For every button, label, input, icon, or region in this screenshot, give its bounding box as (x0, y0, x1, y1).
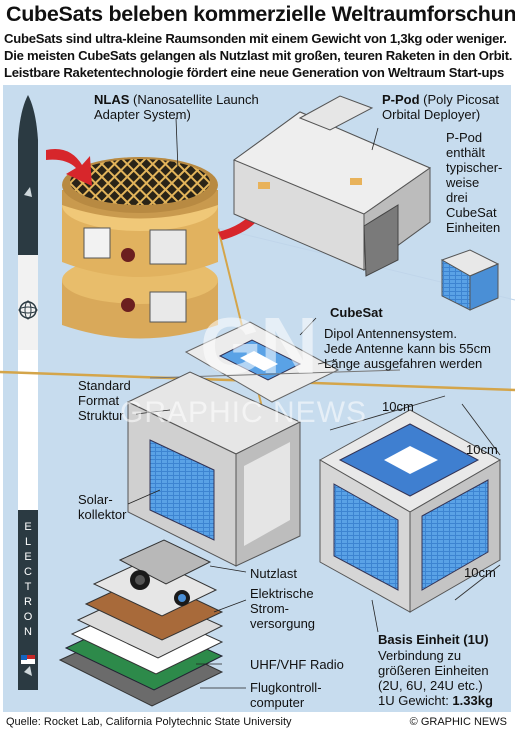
rocket-letter: E (24, 551, 31, 563)
ppod-description-line: P-Pod (446, 130, 483, 145)
subtitle-line-1: CubeSats sind ultra-kleine Raumsonden mi… (4, 31, 507, 46)
dimension-top: 10cm (382, 399, 414, 414)
source-credit: Quelle: Rocket Lab, California Polytechn… (6, 716, 292, 728)
rocket-letter: O (24, 611, 33, 623)
antenna-plate (149, 321, 401, 403)
rocket-letter: R (24, 596, 32, 608)
dimension-lines (329, 395, 501, 601)
copyright: © GRAPHIC NEWS (409, 716, 507, 728)
subtitle-line-3: Leistbare Raketentechnologie fördert ein… (4, 65, 504, 80)
rocket-letter: C (24, 566, 32, 578)
ppod-description-line: enthält (446, 145, 486, 160)
rocket-letter: N (24, 626, 32, 638)
rocket-letter: L (25, 536, 31, 548)
ppod-description-line: drei (446, 190, 468, 205)
cubesat-label: CubeSat (330, 305, 383, 320)
ppod-description-line: CubeSat (446, 205, 497, 220)
dimension-right: 10cm (466, 442, 498, 457)
watermark-logo: GN (200, 301, 318, 390)
antenna-label: Dipol Antennensystem.Jede Antenne kann b… (324, 326, 491, 371)
page-title: CubeSats beleben kommerzielle Weltraumfo… (6, 2, 515, 26)
cube-frame (126, 371, 302, 567)
ppod-description-line: Einheiten (446, 220, 501, 235)
electron-rocket (18, 95, 38, 690)
p-pod-deployer (232, 95, 432, 277)
payload-label: Nutzlast (250, 566, 297, 581)
subtitle-line-2: Die meisten CubeSats gelangen als Nutzla… (4, 48, 513, 63)
watermark-text: GRAPHIC NEWS (120, 396, 368, 429)
flight-computer-label: Flugkontroll-computer (250, 680, 322, 710)
rocket-letter: E (24, 521, 31, 533)
rocket-letter: T (25, 581, 32, 593)
leader-lines (127, 117, 379, 689)
basis-unit-title: Basis Einheit (1U) (378, 632, 489, 647)
small-cubesat (440, 249, 500, 311)
assembled-cubesat (318, 409, 502, 613)
arrow-icon (46, 149, 92, 186)
nlas-adapter (62, 157, 218, 339)
radio-label: UHF/VHF Radio (250, 657, 344, 672)
ppod-description-line: typischer- (446, 160, 503, 175)
ppod-description-line: weise (446, 175, 480, 190)
solar-label: Solar-kollektor (78, 492, 127, 522)
electronics-stack (58, 539, 224, 707)
dimension-bottom: 10cm (464, 565, 496, 580)
